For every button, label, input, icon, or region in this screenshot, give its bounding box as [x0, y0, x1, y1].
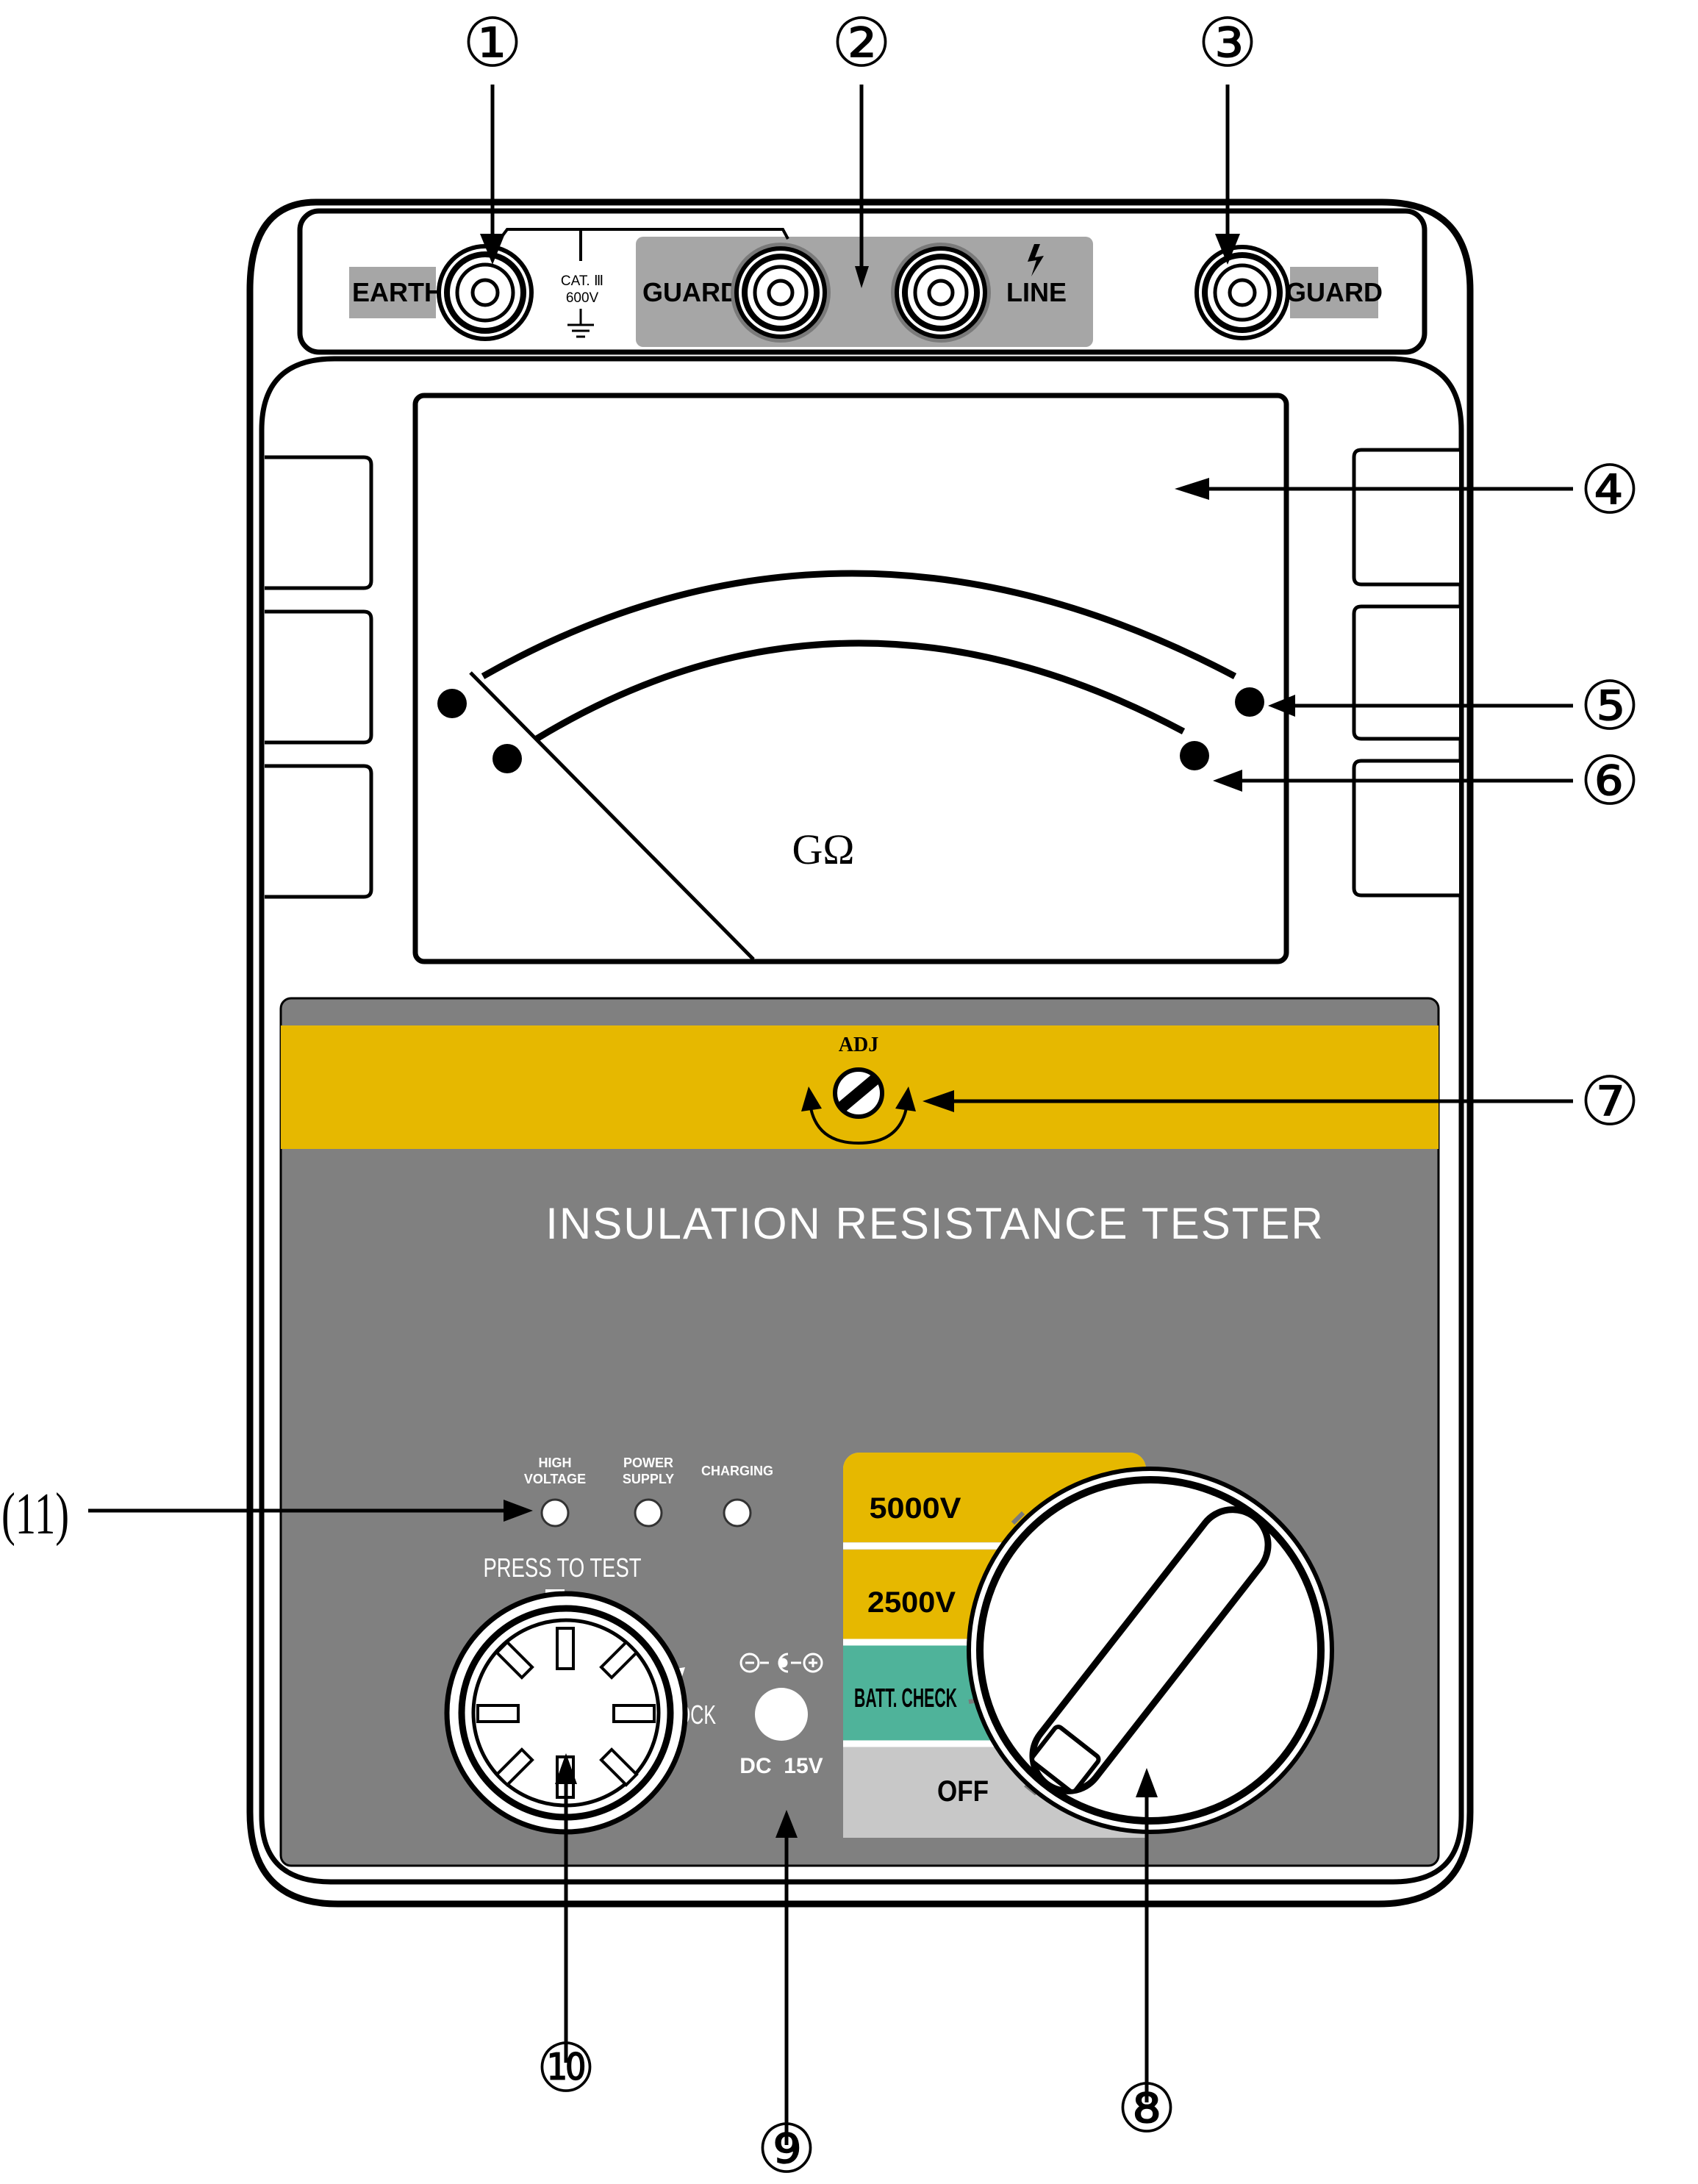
adjust-rotate-arrows-icon: [801, 1086, 916, 1145]
dc-polarity-icon: [739, 1653, 823, 1673]
right-grip-tabs: [1352, 448, 1459, 898]
callout-2: ②: [831, 4, 892, 82]
callout-11: (11): [1, 1482, 69, 1547]
range-selector-knob[interactable]: [967, 1467, 1334, 1834]
guard-right-label: GUARD: [1286, 277, 1383, 307]
lightning-bolt-icon: [1028, 244, 1044, 276]
range-option-2500v: 2500V: [867, 1586, 956, 1619]
scale-end-dot-bottom-left: [492, 744, 522, 773]
line-terminal-jack[interactable]: [891, 243, 991, 343]
callout-1: ①: [462, 4, 523, 82]
power-supply-led: [634, 1498, 663, 1528]
adj-label: ADJ: [839, 1034, 878, 1056]
callout-arrowheads: [480, 234, 1295, 1838]
callout-9: ⑨: [756, 2110, 817, 2184]
charging-led: [723, 1498, 752, 1528]
callout-4: ④: [1580, 451, 1640, 529]
range-option-5000v: 5000V: [870, 1492, 961, 1525]
range-option-batt-check: BATT. CHECK: [854, 1683, 957, 1713]
callout-10: ⑩: [536, 2029, 596, 2108]
callout-3: ③: [1197, 4, 1258, 82]
guard-right-label-box: [1290, 267, 1378, 318]
scale-end-dot-top-left: [437, 689, 467, 718]
guard-terminal-jack[interactable]: [731, 243, 831, 343]
power-supply-label-1: POWER: [623, 1456, 673, 1470]
press-to-test-label: PRESS TO TEST: [484, 1553, 642, 1583]
meter-scale-inner-arc: [534, 640, 1186, 742]
ground-symbol-icon: [567, 309, 594, 338]
high-voltage-label-1: HIGH: [539, 1456, 572, 1470]
callout-2-arrowhead: [855, 266, 869, 288]
earth-label-box: [349, 267, 436, 318]
charging-label: CHARGING: [701, 1464, 773, 1478]
line-label: LINE: [1006, 277, 1067, 307]
zero-adjust-screw[interactable]: [833, 1067, 884, 1119]
left-grip-tabs: [265, 455, 373, 899]
callout-8: ⑧: [1117, 2069, 1177, 2148]
earth-terminal-jack[interactable]: [437, 244, 534, 341]
guard-right-terminal-jack[interactable]: [1194, 245, 1290, 340]
cat-rating: CAT. Ⅲ: [561, 273, 603, 289]
callout-7: ⑦: [1580, 1062, 1640, 1141]
meter-scale-outer-arc: [481, 570, 1237, 679]
panel-title: INSULATION RESISTANCE TESTER: [545, 1199, 1325, 1248]
cat-voltage: 600V: [566, 290, 599, 306]
callout-5: ⑤: [1580, 667, 1640, 745]
power-supply-label-2: SUPPLY: [623, 1472, 674, 1486]
press-to-test-button[interactable]: [444, 1591, 688, 1835]
range-option-off: OFF: [937, 1775, 989, 1808]
earth-label: EARTH: [352, 277, 443, 307]
callout-leader-lines: [88, 85, 1573, 2145]
high-voltage-led: [540, 1498, 570, 1528]
meter-unit-label: GΩ: [792, 826, 855, 873]
dc-input-label: DC 15V: [739, 1754, 823, 1778]
meter-window: [412, 393, 1289, 964]
meter-needle: [469, 671, 755, 961]
guard-left-label: GUARD: [642, 277, 739, 307]
dc-input-jack[interactable]: [755, 1688, 808, 1741]
scale-end-dot-top-right: [1235, 687, 1264, 717]
scale-end-dot-bottom-right: [1180, 741, 1209, 770]
callout-6: ⑥: [1580, 742, 1640, 820]
high-voltage-label-2: VOLTAGE: [524, 1472, 586, 1486]
